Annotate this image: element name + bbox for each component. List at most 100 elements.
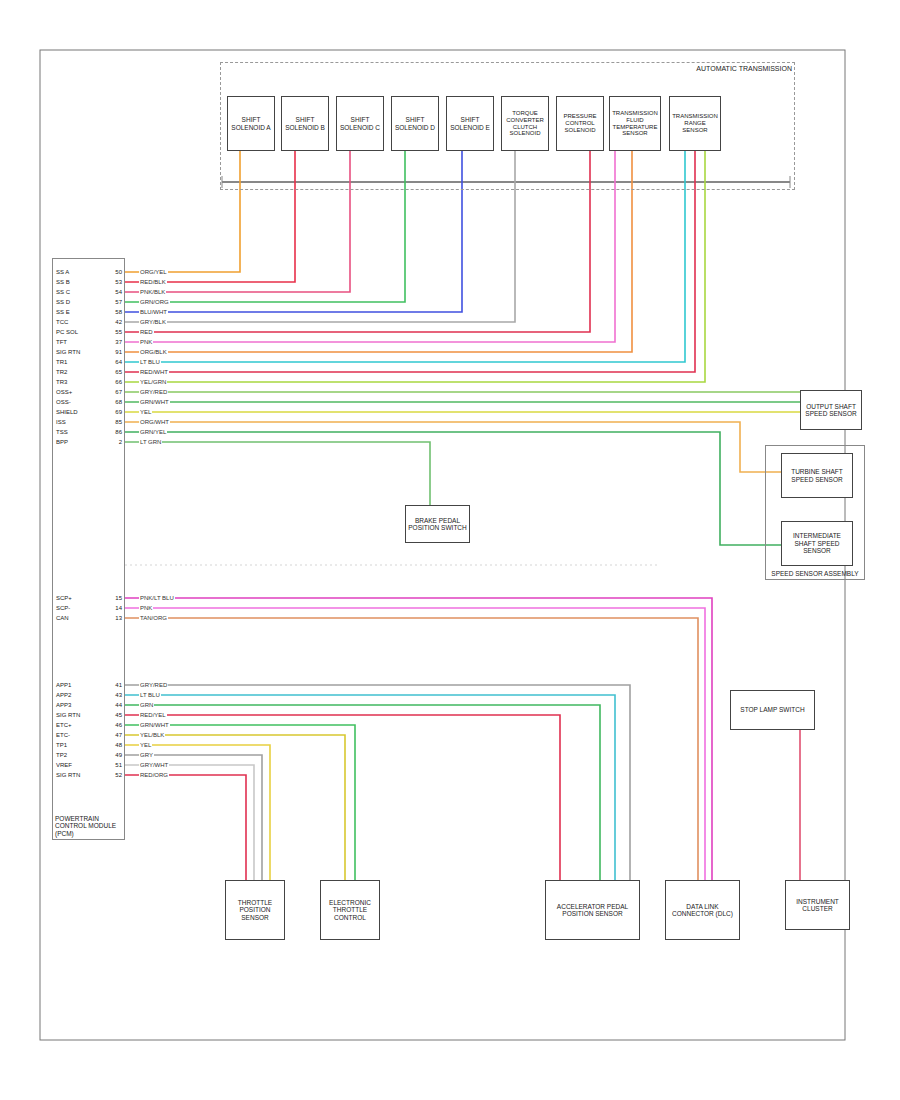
solenoid-box: SHIFT SOLENOID A (227, 96, 275, 151)
pin-number: 41 (104, 681, 122, 689)
pin-number: 64 (104, 358, 122, 366)
solenoid-box: SHIFT SOLENOID D (391, 96, 439, 151)
node-label: TRANSMISSION RANGE SENSOR (672, 113, 718, 134)
solenoid-box: SHIFT SOLENOID C (336, 96, 384, 151)
wire-color-code: GRN/ORG (139, 299, 170, 306)
wire (125, 775, 246, 880)
wire (125, 598, 712, 880)
sensor-box: THROTTLE POSITION SENSOR (225, 880, 285, 940)
node-label: SPEED SENSOR ASSEMBLY (768, 570, 862, 577)
pin-name: OSS- (56, 398, 71, 406)
wire-color-code: RED/YEL (139, 712, 167, 719)
node-label: SHIFT SOLENOID A (230, 116, 272, 131)
node-label: THROTTLE POSITION SENSOR (228, 899, 282, 921)
wire-color-code: YEL (139, 409, 152, 416)
wire (125, 151, 705, 382)
pin-number: 50 (104, 268, 122, 276)
outer-frame (40, 50, 845, 1040)
pin-number: 13 (104, 614, 122, 622)
wire-color-code: LT BLU (139, 692, 161, 699)
wire-color-code: GRY/BLK (139, 319, 167, 326)
pin-number: 43 (104, 691, 122, 699)
sensor-box: INTERMEDIATE SHAFT SPEED SENSOR (781, 521, 853, 566)
wire-color-code: GRY/WHT (139, 762, 169, 769)
pin-name: SS B (56, 278, 70, 286)
wire-color-code: GRN/WHT (139, 399, 170, 406)
pin-name: SIG RTN (56, 771, 80, 779)
wire-color-code: GRY/RED (139, 682, 168, 689)
wire-color-code: GRN/WHT (139, 722, 170, 729)
node-label: TURBINE SHAFT SPEED SENSOR (784, 468, 850, 483)
pin-name: TP2 (56, 751, 67, 759)
pin-name: TR1 (56, 358, 67, 366)
wire-color-code: PNK/BLK (139, 289, 166, 296)
node-label: INSTRUMENT CLUSTER (788, 898, 847, 913)
sensor-box: TRANSMISSION RANGE SENSOR (669, 96, 721, 151)
switch-box: STOP LAMP SWITCH (730, 690, 815, 730)
pin-number: 52 (104, 771, 122, 779)
wire (125, 411, 800, 413)
pin-number: 68 (104, 398, 122, 406)
wire-color-code: PNK/LT BLU (139, 595, 175, 602)
pin-name: PC SOL (56, 328, 78, 336)
wire (125, 745, 270, 880)
pin-name: BPP (56, 438, 68, 446)
pin-name: SIG RTN (56, 711, 80, 719)
pin-number: 37 (104, 338, 122, 346)
sensor-assembly: SPEED SENSOR ASSEMBLY TURBINE SHAFT SPEED… (765, 445, 865, 580)
wire-color-code: RED/WHT (139, 369, 169, 376)
pin-number: 69 (104, 408, 122, 416)
actuator-box: ELECTRONIC THROTTLE CONTROL (320, 880, 380, 940)
node-label: SHIFT SOLENOID C (339, 116, 381, 131)
pin-name: ETC- (56, 731, 70, 739)
wire (125, 401, 800, 403)
pin-name: TR3 (56, 378, 67, 386)
wire (125, 151, 632, 352)
cluster-box: INSTRUMENT CLUSTER (785, 880, 850, 930)
pin-number: 55 (104, 328, 122, 336)
wire-color-code: RED/ORG (139, 772, 169, 779)
pin-name: OSS+ (56, 388, 72, 396)
wire (125, 151, 515, 322)
node-label: SHIFT SOLENOID B (284, 116, 326, 131)
pin-name: ISS (56, 418, 66, 426)
transmission-housing: AUTOMATIC TRANSMISSIONSHIFT SOLENOID ASH… (220, 62, 795, 190)
node-label: PRESSURE CONTROL SOLENOID (559, 113, 601, 134)
wire-color-code: RED/BLK (139, 279, 167, 286)
pin-name: SCP- (56, 604, 70, 612)
pin-name: TFT (56, 338, 67, 346)
wire (799, 730, 801, 880)
solenoid-box: PRESSURE CONTROL SOLENOID (556, 96, 604, 151)
wire-color-code: RED (139, 329, 154, 336)
sensor-box: TURBINE SHAFT SPEED SENSOR (781, 453, 853, 498)
wire (125, 151, 695, 372)
sensor-box: ACCELERATOR PEDAL POSITION SENSOR (545, 880, 640, 940)
wire (125, 735, 345, 880)
wire-color-code: YEL/GRN (139, 379, 167, 386)
pin-number: 48 (104, 741, 122, 749)
solenoid-box: TORQUE CONVERTER CLUTCH SOLENOID (501, 96, 549, 151)
node-label: SHIFT SOLENOID D (394, 116, 436, 131)
wire (125, 151, 295, 282)
wire-color-code: GRY (139, 752, 154, 759)
wire-color-code: LT GRN (139, 439, 162, 446)
sensor-box: OUTPUT SHAFT SPEED SENSOR (800, 390, 862, 430)
pin-number: 14 (104, 604, 122, 612)
wire-color-code: ORG/WHT (139, 419, 170, 426)
wire (125, 151, 240, 272)
switch-box: BRAKE PEDAL POSITION SWITCH (405, 505, 470, 543)
pin-number: 57 (104, 298, 122, 306)
node-label: TRANSMISSION FLUID TEMPERATURE SENSOR (612, 110, 658, 138)
pin-name: TCC (56, 318, 68, 326)
wire (125, 391, 800, 393)
pin-name: APP2 (56, 691, 71, 699)
wire-color-code: ORG/YEL (139, 269, 168, 276)
connector-box: DATA LINK CONNECTOR (DLC) (665, 880, 740, 940)
wire-color-code: GRY/RED (139, 389, 168, 396)
node-label: ELECTRONIC THROTTLE CONTROL (323, 899, 377, 921)
pin-number: 67 (104, 388, 122, 396)
wire (125, 151, 615, 342)
pin-number: 51 (104, 761, 122, 769)
